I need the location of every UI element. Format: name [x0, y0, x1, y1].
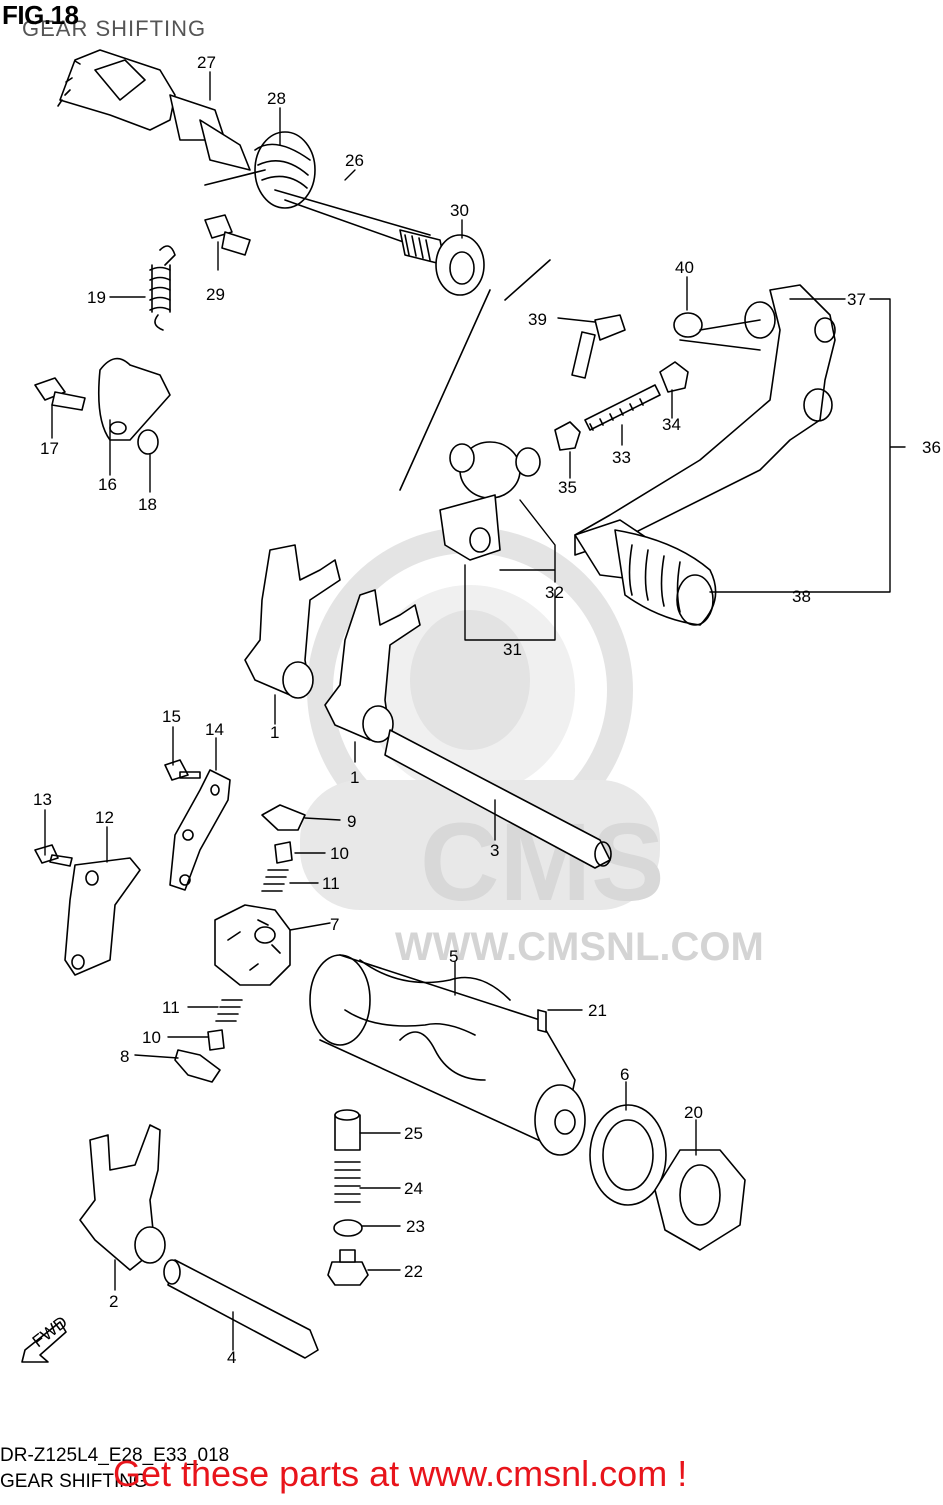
callout-8: 8	[120, 1047, 129, 1066]
callout-15: 15	[162, 707, 181, 726]
callout-20: 20	[684, 1103, 703, 1122]
callout-labels: 27 28 26 30 19 29 40 37 39 36 17 16 18 3…	[33, 53, 941, 1367]
pins-springs-upper-drawing	[261, 804, 306, 892]
callout-23: 23	[406, 1217, 425, 1236]
callout-37: 37	[847, 290, 866, 309]
callout-6: 6	[620, 1065, 629, 1084]
callout-38: 38	[792, 587, 811, 606]
shift-fork-lower-drawing	[79, 1124, 319, 1359]
callout-29: 29	[206, 285, 225, 304]
callout-9: 9	[347, 812, 356, 831]
callout-26: 26	[345, 151, 364, 170]
neutral-switch-stack-drawing	[327, 1109, 369, 1286]
callout-13: 13	[33, 790, 52, 809]
callout-10a: 10	[330, 844, 349, 863]
gearshift-shaft-drawing	[57, 49, 446, 266]
callout-36: 36	[922, 438, 941, 457]
figure-subtitle: GEAR SHIFTING	[22, 16, 207, 41]
callout-28: 28	[267, 89, 286, 108]
callout-4: 4	[227, 1348, 236, 1367]
watermark-url: WWW.CMSNL.COM	[395, 925, 764, 969]
gearshift-lever-drawing	[574, 284, 836, 626]
callout-34: 34	[662, 415, 681, 434]
callout-18: 18	[138, 495, 157, 514]
callout-35: 35	[558, 478, 577, 497]
callout-14: 14	[205, 720, 224, 739]
callout-22: 22	[404, 1262, 423, 1281]
pins-springs-lower-drawing	[174, 999, 243, 1083]
callout-2: 2	[109, 1292, 118, 1311]
callout-24: 24	[404, 1179, 423, 1198]
model-code: DR-Z125L4_E28_E33_018	[0, 1445, 230, 1466]
oil-seal-drawing	[435, 234, 485, 296]
footer-title: GEAR SHIFTING	[0, 1471, 148, 1492]
leader-lines	[44, 71, 906, 1351]
callout-21: 21	[588, 1001, 607, 1020]
callout-3: 3	[490, 841, 499, 860]
callout-1a: 1	[270, 723, 279, 742]
callout-16: 16	[98, 475, 117, 494]
callout-25: 25	[404, 1124, 423, 1143]
callout-33: 33	[612, 448, 631, 467]
callout-32: 32	[545, 583, 564, 602]
callout-11b: 11	[162, 998, 180, 1017]
shift-cam-drawing	[214, 904, 291, 986]
bolt-29-drawing	[204, 214, 251, 256]
callout-31: 31	[503, 640, 522, 659]
callout-5: 5	[449, 947, 458, 966]
figure-title: FIG.18	[2, 0, 79, 30]
promo-link[interactable]: Get these parts at www.cmsnl.com !	[113, 1453, 688, 1494]
callout-11a: 11	[322, 874, 340, 893]
callout-30: 30	[450, 201, 469, 220]
shift-arm-drawing	[399, 259, 551, 561]
callout-7: 7	[330, 915, 339, 934]
callout-10b: 10	[142, 1028, 161, 1047]
callout-19: 19	[87, 288, 106, 307]
shift-drum-drawing	[309, 954, 586, 1156]
callout-17: 17	[40, 439, 59, 458]
cms-watermark: CMS WWW.CMSNL.COM	[300, 527, 764, 969]
callout-1b: 1	[350, 768, 359, 787]
callout-27: 27	[197, 53, 216, 72]
stopper-plates-drawing	[34, 759, 231, 976]
callout-40: 40	[675, 258, 694, 277]
washer-cam-stopper-drawing	[589, 1104, 746, 1251]
callout-39: 39	[528, 310, 547, 329]
spring-19-drawing	[149, 245, 176, 331]
lever-hardware-drawing	[554, 312, 761, 451]
shift-forks-upper-drawing	[244, 544, 612, 869]
fwd-arrow-icon	[21, 1321, 67, 1363]
callout-12: 12	[95, 808, 114, 827]
